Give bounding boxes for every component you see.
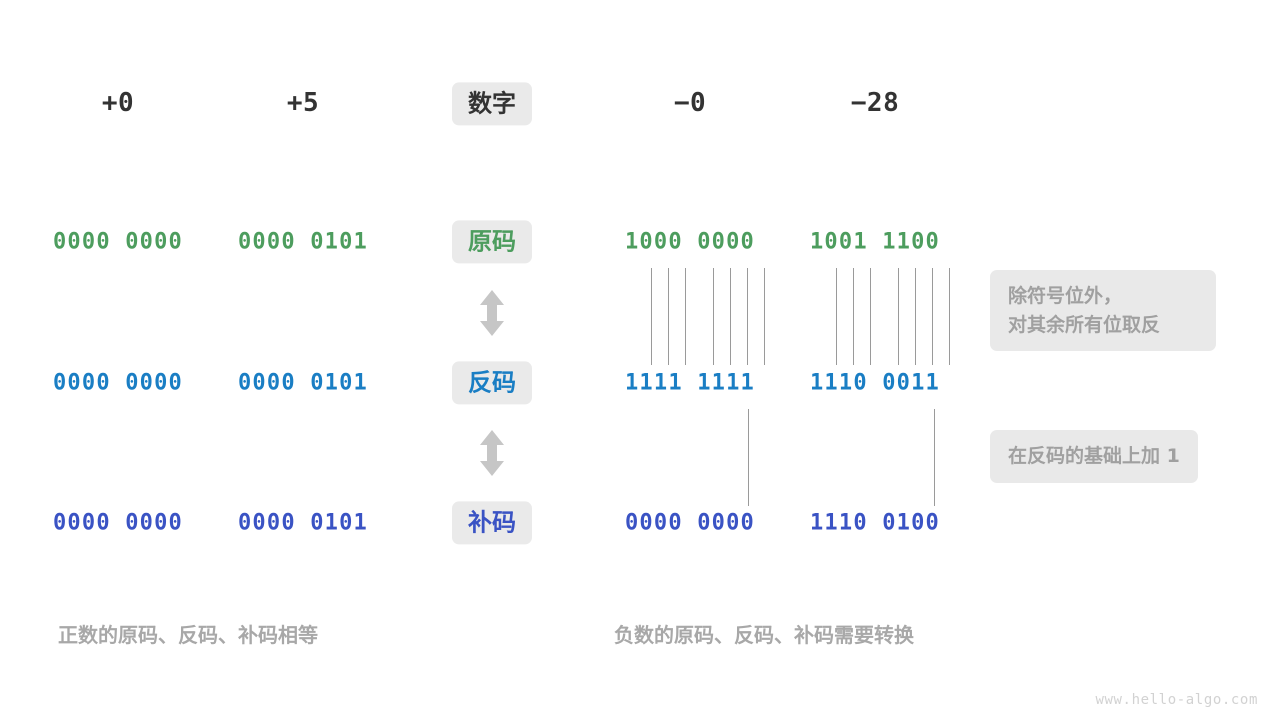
bits-bu-pos5: 0000 0101: [237, 510, 369, 536]
double-arrow-vertical-icon-yuan-to-fan: [475, 288, 509, 338]
note-add-one: 在反码的基础上加 1: [990, 430, 1198, 483]
bits-fan-neg28: 1110 0011: [809, 370, 941, 396]
connector-line-neg28-bit5: [898, 268, 899, 365]
header-number-pos0: +0: [101, 88, 135, 118]
bits-fan-pos5: 0000 0101: [237, 370, 369, 396]
note-invert-bits: 除符号位外， 对其余所有位取反: [990, 270, 1216, 351]
connector-line-neg28-bit3: [853, 268, 854, 365]
double-arrow-vertical-icon-fan-to-bu: [475, 428, 509, 478]
bits-yuan-pos5: 0000 0101: [237, 229, 369, 255]
connector-line-neg28-bit8: [949, 268, 950, 365]
connector-line-neg28-bit6: [915, 268, 916, 365]
caption-positive: 正数的原码、反码、补码相等: [58, 623, 318, 647]
connector-line-neg28-bit7: [932, 268, 933, 365]
bits-bu-neg28: 1110 0100: [809, 510, 941, 536]
row-label-bu: 补码: [452, 501, 532, 545]
watermark: www.hello-algo.com: [1095, 692, 1258, 708]
connector-line-neg0-bit2: [651, 268, 652, 365]
bits-bu-neg0: 0000 0000: [624, 510, 756, 536]
bits-yuan-neg0: 1000 0000: [624, 229, 756, 255]
caption-negative: 负数的原码、反码、补码需要转换: [614, 623, 914, 647]
bits-fan-pos0: 0000 0000: [52, 370, 184, 396]
row-label-yuan: 原码: [452, 220, 532, 264]
connector-line-neg0-bit7: [747, 268, 748, 365]
header-number-pos5: +5: [286, 88, 320, 118]
connector-line-plusone-neg0: [748, 409, 749, 506]
header-number-neg0: −0: [673, 88, 707, 118]
bits-bu-pos0: 0000 0000: [52, 510, 184, 536]
connector-line-neg0-bit5: [713, 268, 714, 365]
connector-line-neg0-bit6: [730, 268, 731, 365]
header-number-neg28: −28: [850, 88, 900, 118]
connector-line-neg0-bit4: [685, 268, 686, 365]
connector-line-neg0-bit3: [668, 268, 669, 365]
connector-line-plusone-neg28: [934, 409, 935, 506]
connector-line-neg28-bit2: [836, 268, 837, 365]
connector-line-neg28-bit4: [870, 268, 871, 365]
bits-yuan-neg28: 1001 1100: [809, 229, 941, 255]
bits-yuan-pos0: 0000 0000: [52, 229, 184, 255]
row-label-number: 数字: [452, 82, 532, 126]
connector-line-neg0-bit8: [764, 268, 765, 365]
row-label-fan: 反码: [452, 361, 532, 405]
bits-fan-neg0: 1111 1111: [624, 370, 756, 396]
